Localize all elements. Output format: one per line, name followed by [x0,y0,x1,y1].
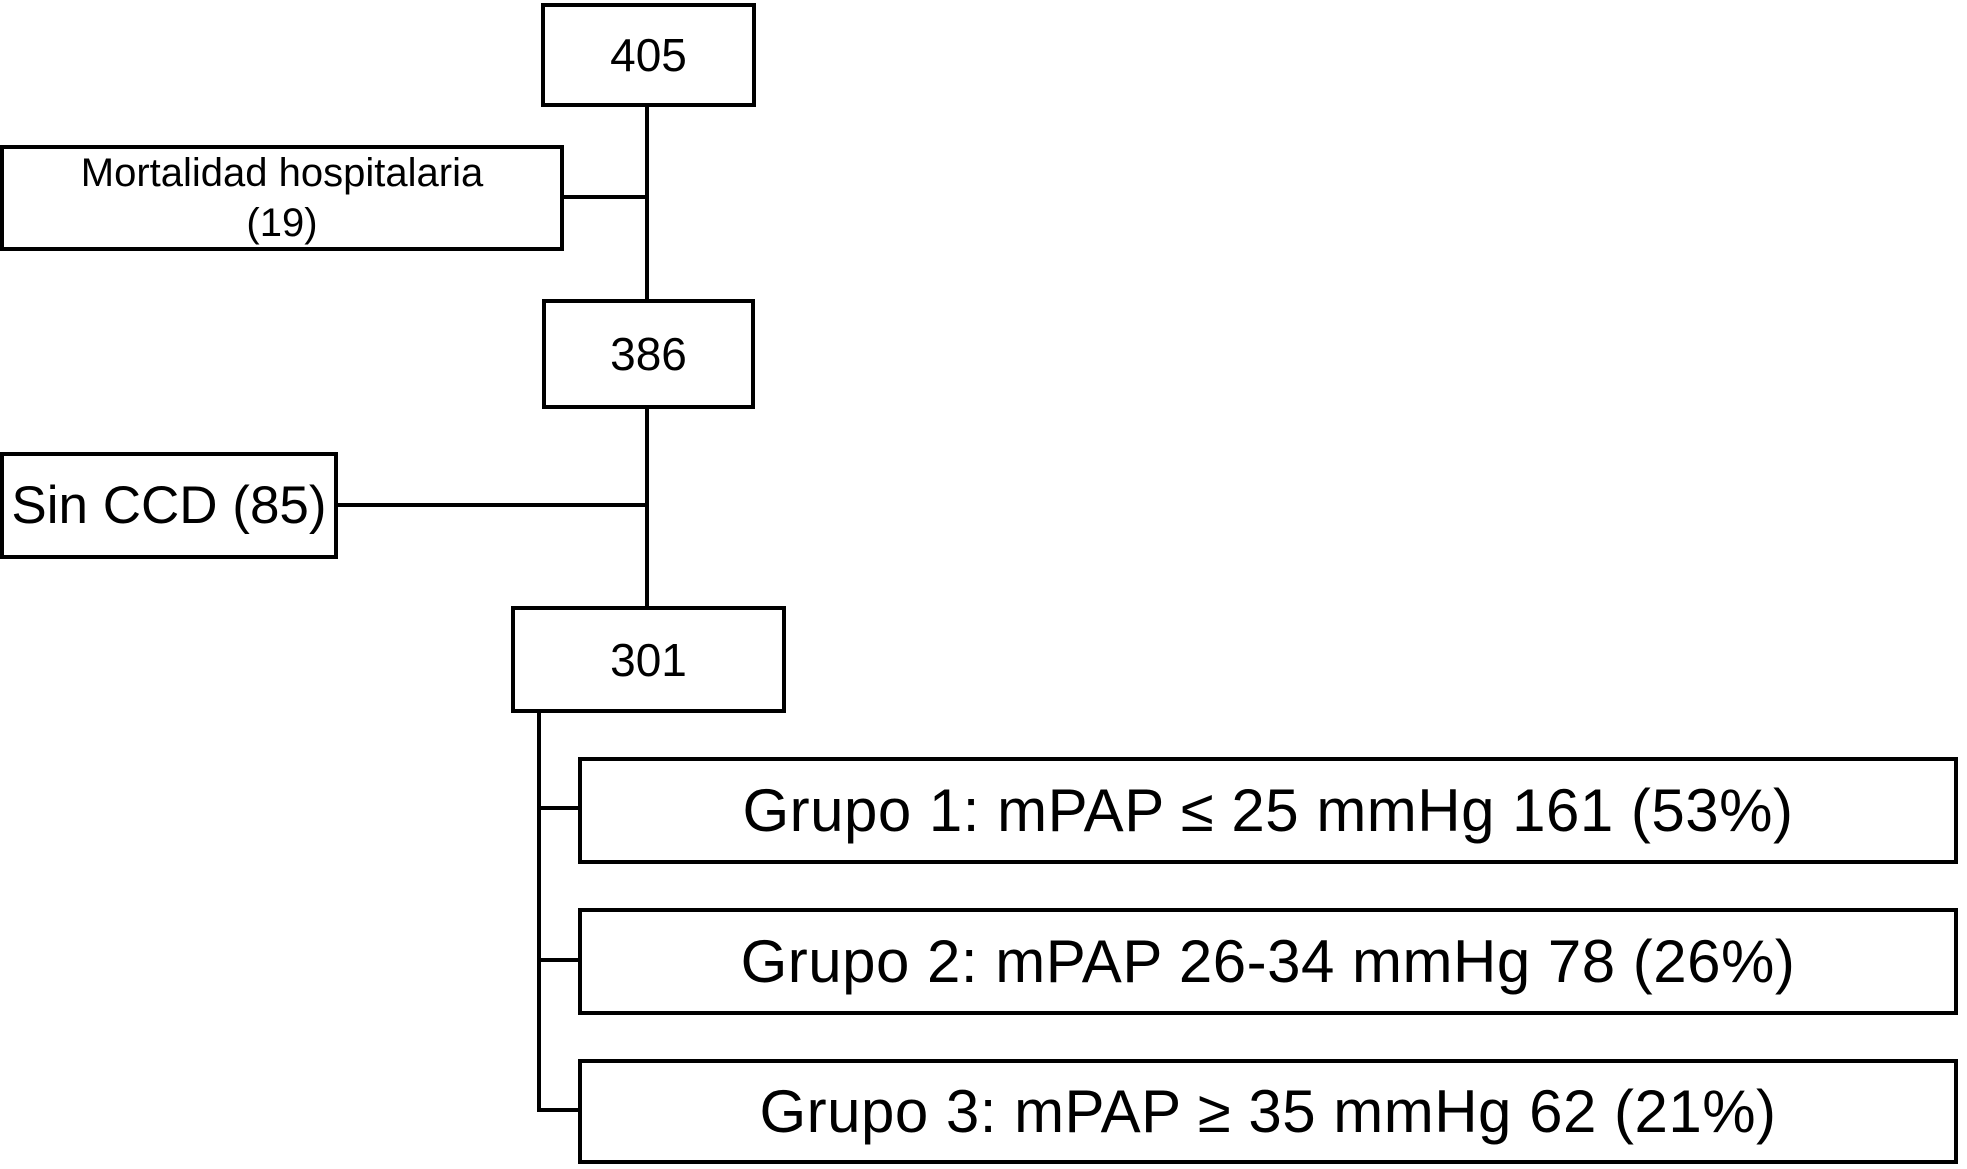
node-grupo-3-label: Grupo 3: mPAP ≥ 35 mmHg 62 (21%) [759,1077,1777,1145]
node-with-ccd-label: 301 [610,633,687,686]
connector-sinccd-branch [335,503,649,507]
connector-405-to-386 [645,107,649,302]
node-after-mortality-label: 386 [610,328,687,380]
hospital-mortality-line1: Mortalidad hospitalaria [80,151,484,195]
connector-386-to-301 [645,408,649,609]
node-grupo-3: Grupo 3: mPAP ≥ 35 mmHg 62 (21%) [578,1059,1958,1164]
node-hospital-mortality: Mortalidad hospitalaria (19) [0,145,564,251]
node-sin-ccd: Sin CCD (85) [0,452,338,559]
node-grupo-2-label: Grupo 2: mPAP 26-34 mmHg 78 (26%) [740,927,1796,995]
node-sin-ccd-label: Sin CCD (85) [11,476,327,535]
node-after-mortality-386: 386 [542,299,755,409]
node-grupo-1: Grupo 1: mPAP ≤ 25 mmHg 161 (53%) [578,757,1958,864]
node-grupo-1-label: Grupo 1: mPAP ≤ 25 mmHg 161 (53%) [742,776,1794,844]
connector-stub-grupo2 [537,958,581,962]
node-total-405: 405 [541,3,756,107]
node-total-label: 405 [610,29,687,81]
connector-mortality-branch [561,195,649,199]
node-with-ccd-301: 301 [511,606,786,713]
connector-stub-grupo3 [537,1108,581,1112]
node-hospital-mortality-label: Mortalidad hospitalaria (19) [81,148,483,248]
connector-stub-grupo1 [537,806,581,810]
node-grupo-2: Grupo 2: mPAP 26-34 mmHg 78 (26%) [578,908,1958,1015]
connector-301-trunk [537,711,541,1112]
hospital-mortality-line2: (19) [246,201,318,245]
